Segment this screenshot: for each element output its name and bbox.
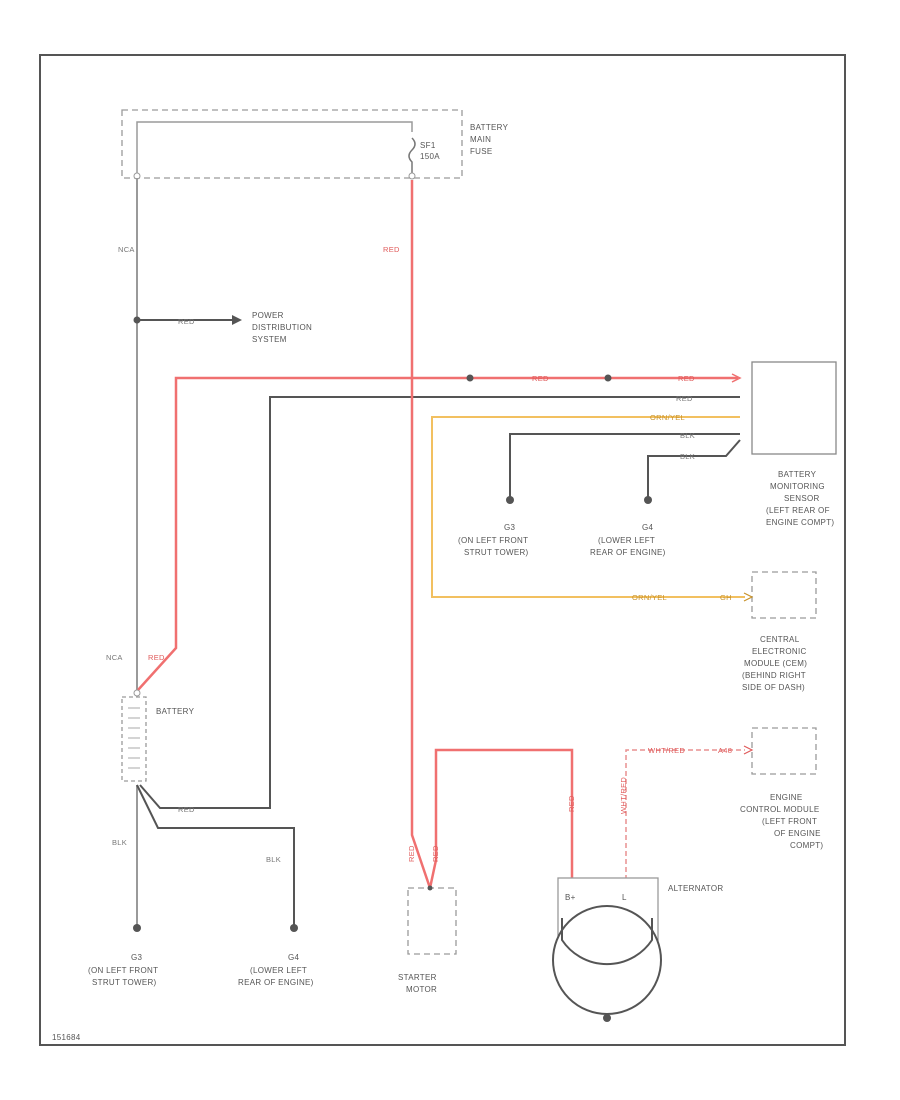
- ecm-label-1: ENGINE: [770, 793, 802, 802]
- wire-label-pds: RED: [178, 317, 195, 326]
- wire-label-blk-battery: BLK: [112, 838, 127, 847]
- cem-label-5: SIDE OF DASH): [742, 683, 805, 692]
- wire-label-blk-a: BLK: [680, 431, 695, 440]
- wire-label-orn-yel: ORN/YEL: [650, 413, 685, 422]
- cem-label-1: CENTRAL: [760, 635, 800, 644]
- sensor-label-4: (LEFT REAR OF: [766, 506, 830, 515]
- battery: NCA RED BATTERY: [106, 653, 195, 782]
- ground-g4-lower: G4 (LOWER LEFT REAR OF ENGINE): [238, 924, 314, 987]
- sensor-label-2: MONITORING: [770, 482, 825, 491]
- battery-main-fuse-label-1: BATTERY: [470, 123, 509, 132]
- cem-label-3: MODULE (CEM): [744, 659, 807, 668]
- cem-pin-label: GH: [720, 593, 732, 602]
- g4-lower-line-1: (LOWER LEFT: [250, 966, 307, 975]
- alternator-label: ALTERNATOR: [668, 884, 723, 893]
- wire-red-starter-alternator: [428, 748, 574, 889]
- cem-label-4: (BEHIND RIGHT: [742, 671, 806, 680]
- wire-label-red-battery: RED: [148, 653, 165, 662]
- pds-label-2: DISTRIBUTION: [252, 323, 312, 332]
- wire-wht-red: [625, 749, 745, 880]
- alternator-bplus-label: B+: [565, 893, 576, 902]
- wire-blk-battery-g4: [136, 784, 295, 925]
- pds-label-3: SYSTEM: [252, 335, 287, 344]
- wire-label-blk-g4: BLK: [266, 855, 281, 864]
- footer-code: 151684: [52, 1033, 81, 1042]
- sensor-label-3: SENSOR: [784, 494, 820, 503]
- g3-lower-line-2: STRUT TOWER): [92, 978, 157, 987]
- wire-label-blk-b: BLK: [680, 452, 695, 461]
- wire-label-red-mid: RED: [532, 374, 549, 383]
- battery-monitoring-sensor: BATTERY MONITORING SENSOR (LEFT REAR OF …: [751, 361, 837, 527]
- ground-g3-lower: G3 (ON LEFT FRONT STRUT TOWER): [88, 924, 158, 987]
- alternator-l-label: L: [622, 893, 627, 902]
- sensor-label-1: BATTERY: [778, 470, 817, 479]
- ecm-label-5: COMPT): [790, 841, 823, 850]
- wire-label-wht-red-vertical: WHT/RED: [619, 777, 628, 814]
- fuse-rating-label: 150A: [420, 152, 440, 161]
- g4-lower-id: G4: [288, 953, 300, 962]
- engine-control-module: ENGINE CONTROL MODULE (LEFT FRONT OF ENG…: [740, 727, 823, 850]
- g4-upper-line-1: (LOWER LEFT: [598, 536, 655, 545]
- ecm-pin-label: A48: [718, 746, 732, 755]
- wire-label-red-sensor: RED: [678, 374, 695, 383]
- ecm-label-4: OF ENGINE: [774, 829, 821, 838]
- wire-blk-a: [509, 433, 740, 498]
- battery-label: BATTERY: [156, 707, 195, 716]
- battery-main-fuse: SF1 150A BATTERY MAIN FUSE: [121, 109, 509, 180]
- wire-red-fuse-starter: [410, 180, 432, 889]
- g4-upper-id: G4: [642, 523, 654, 532]
- g3-upper-line-2: STRUT TOWER): [464, 548, 529, 557]
- wire-label-alt-red: RED: [567, 795, 576, 812]
- cem-label-2: ELECTRONIC: [752, 647, 807, 656]
- ground-g3-upper: G3 (ON LEFT FRONT STRUT TOWER): [458, 496, 529, 557]
- starter-label-2: MOTOR: [406, 985, 437, 994]
- power-distribution-branch: RED POWER DISTRIBUTION SYSTEM: [133, 311, 312, 344]
- battery-main-fuse-label-3: FUSE: [470, 147, 493, 156]
- wire-orn-yel: [431, 416, 745, 598]
- diagram-frame: [39, 54, 846, 1046]
- g3-lower-id: G3: [131, 953, 143, 962]
- wire-label-nca-battery: NCA: [106, 653, 123, 662]
- starter-motor: STARTER MOTOR: [398, 885, 457, 994]
- wire-red-battery-sensor: [137, 376, 738, 691]
- g3-lower-line-1: (ON LEFT FRONT: [88, 966, 158, 975]
- wire-blk-battery-sensor: [139, 396, 740, 809]
- wire-label-orn-yel-cem: ORN/YEL: [632, 593, 667, 602]
- wire-label-starter-red2: RED: [431, 845, 440, 862]
- starter-label-1: STARTER: [398, 973, 437, 982]
- pds-label-1: POWER: [252, 311, 284, 320]
- wire-label-bat-gnd: RED: [178, 805, 195, 814]
- alternator: B+ L ALTERNATOR: [552, 877, 723, 1022]
- wire-label-nca-top: NCA: [118, 245, 135, 254]
- wire-label-wht-red: WHT/RED: [648, 746, 685, 755]
- fuse-id-label: SF1: [420, 141, 436, 150]
- ecm-label-2: CONTROL MODULE: [740, 805, 819, 814]
- g4-upper-line-2: REAR OF ENGINE): [590, 548, 666, 557]
- wire-blk-b: [647, 439, 741, 498]
- ecm-label-3: (LEFT FRONT: [762, 817, 817, 826]
- wire-label-sensor-red2: RED: [676, 394, 693, 403]
- sensor-label-5: ENGINE COMPT): [766, 518, 834, 527]
- ground-g4-upper: G4 (LOWER LEFT REAR OF ENGINE): [590, 496, 666, 557]
- g4-lower-line-2: REAR OF ENGINE): [238, 978, 314, 987]
- g3-upper-line-1: (ON LEFT FRONT: [458, 536, 528, 545]
- wire-label-red-fuse: RED: [383, 245, 400, 254]
- wire-label-starter-red1: RED: [407, 845, 416, 862]
- central-electronic-module: CENTRAL ELECTRONIC MODULE (CEM) (BEHIND …: [742, 571, 817, 692]
- battery-main-fuse-label-2: MAIN: [470, 135, 491, 144]
- g3-upper-id: G3: [504, 523, 516, 532]
